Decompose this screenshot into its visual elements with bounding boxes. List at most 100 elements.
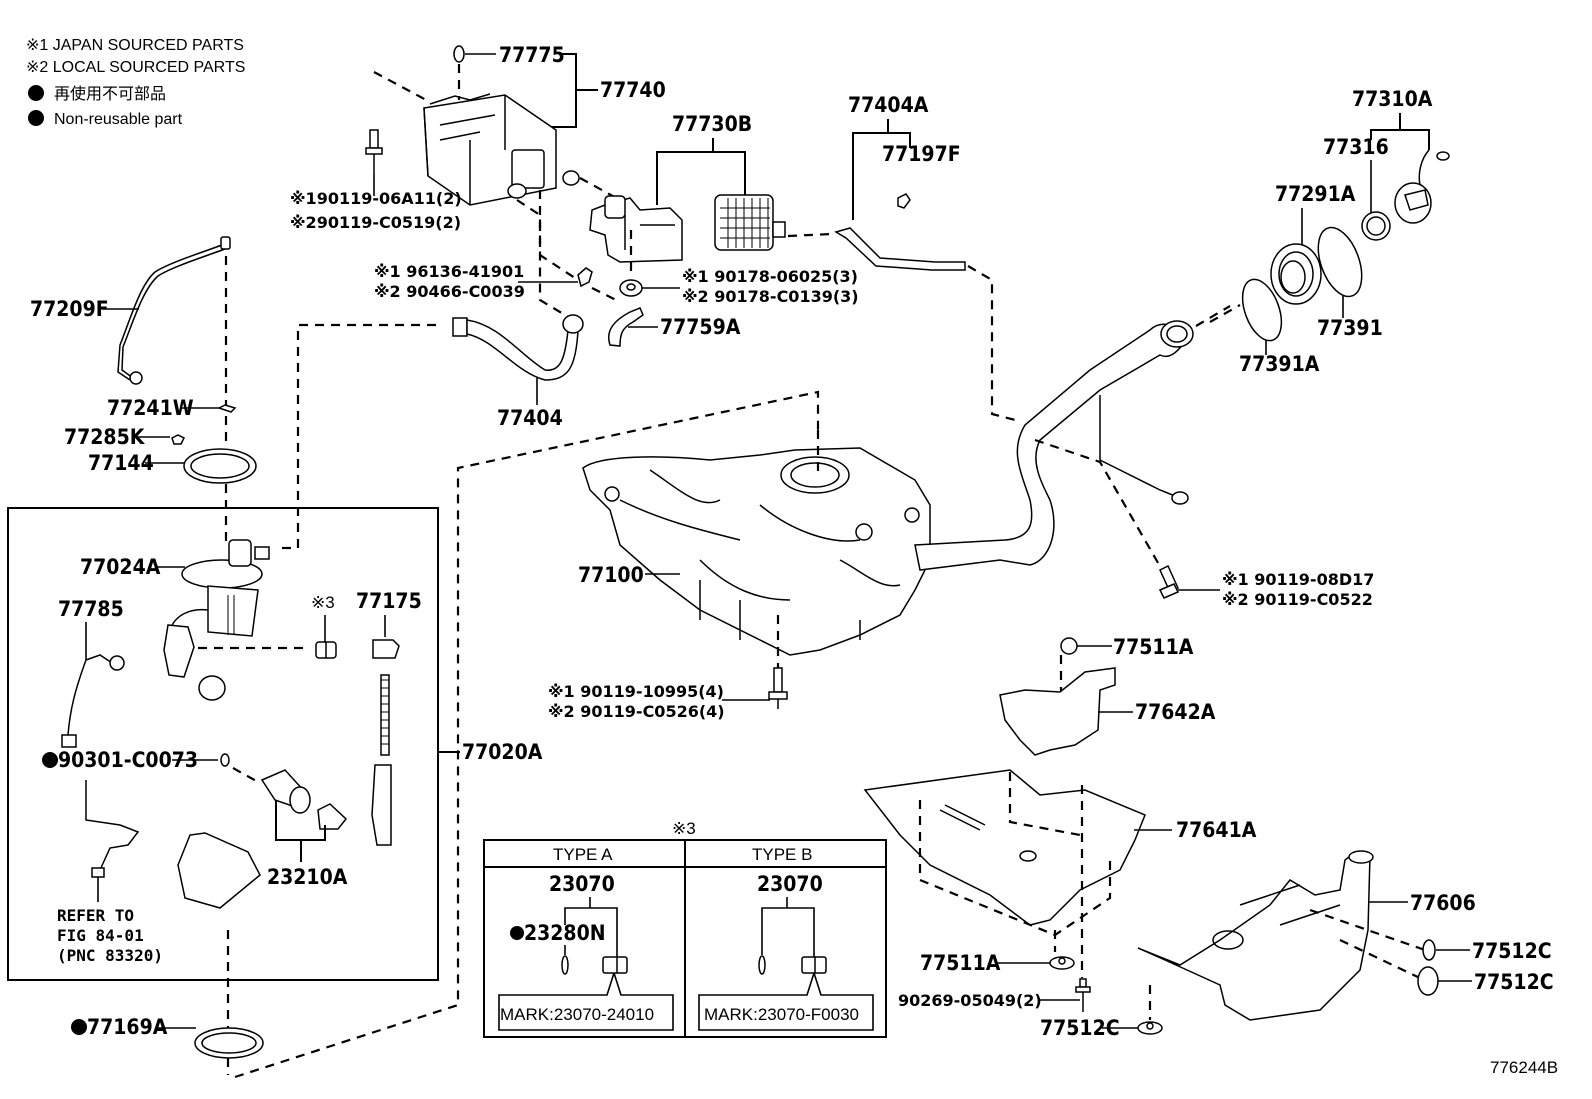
sender-wire-group: 77209F 77241W 77285K 77144 — [30, 236, 257, 484]
charcoal-canister-group: 77775 77740 ※190119-06A11(2) ※290119-C05… — [290, 43, 666, 319]
label-77169A[interactable]: 77169A — [87, 1015, 168, 1039]
part-77730B-valve[interactable] — [589, 195, 683, 263]
part-77024A-pump-module[interactable] — [163, 539, 270, 701]
hose-connector — [452, 317, 468, 337]
part-77391A-oring[interactable] — [1235, 274, 1289, 346]
label-type-table-mark3: ※3 — [672, 819, 696, 838]
part-90301-oring[interactable] — [220, 753, 230, 767]
label-77404A[interactable]: 77404A — [848, 93, 929, 117]
part-77100-fuel-tank[interactable] — [582, 447, 931, 656]
part-77391-oring[interactable] — [1310, 222, 1370, 303]
label-77285K[interactable]: 77285K — [64, 425, 146, 449]
part-77511A-clip-bottom[interactable] — [1049, 956, 1075, 970]
label-77606[interactable]: 77606 — [1410, 891, 1476, 915]
vent-hose-77404A-group: 77404A 77197F — [834, 93, 1016, 422]
label-77020A[interactable]: 77020A — [462, 740, 543, 764]
part-77740-canister[interactable] — [423, 93, 580, 206]
part-filler-pipe[interactable] — [914, 323, 1186, 571]
part-valve-nut[interactable] — [619, 279, 643, 297]
part-77512C-clip-r2[interactable] — [1417, 966, 1439, 996]
label-filler-bolt-japan[interactable]: ※1 90119-08D17 — [1222, 570, 1374, 589]
part-77316-gasket[interactable] — [1361, 211, 1391, 241]
label-type-a-subpart[interactable]: 23280N — [524, 921, 606, 945]
label-type-a-part[interactable]: 23070 — [549, 872, 615, 896]
part-77404A-hose[interactable] — [834, 227, 966, 271]
label-filler-bolt-local[interactable]: ※2 90119-C0522 — [1222, 590, 1373, 609]
part-77197F-clip[interactable] — [897, 193, 911, 209]
label-refer-to[interactable]: REFER TO — [57, 906, 134, 925]
part-23210A-fuel-pump[interactable] — [260, 769, 348, 830]
part-77241W-clip[interactable] — [217, 404, 237, 413]
part-pump-lower-bracket — [177, 832, 261, 909]
part-77291A-seal[interactable] — [1270, 243, 1322, 305]
label-77641A[interactable]: 77641A — [1176, 818, 1257, 842]
protector-group: 77511A 77642A 77641A 77511A 90269-05049(… — [863, 635, 1554, 1040]
label-77730B[interactable]: 77730B — [672, 112, 752, 136]
part-90269-bolt[interactable] — [1075, 978, 1091, 1012]
label-canister-bolt-japan[interactable]: ※190119-06A11(2) — [290, 189, 462, 208]
label-77775[interactable]: 77775 — [499, 43, 565, 67]
label-77512C-r1[interactable]: 77512C — [1472, 939, 1552, 963]
label-77316[interactable]: 77316 — [1323, 135, 1389, 159]
part-77606-protector[interactable] — [1137, 851, 1371, 1021]
part-77641A-protector[interactable] — [863, 769, 1146, 926]
label-77100[interactable]: 77100 — [578, 563, 644, 587]
label-90269-05049[interactable]: 90269-05049(2) — [898, 991, 1042, 1010]
part-77785-wire[interactable] — [67, 654, 116, 736]
part-canister-bolt[interactable] — [365, 129, 383, 174]
part-tank-bolt[interactable] — [768, 667, 788, 709]
label-77310A[interactable]: 77310A — [1352, 87, 1433, 111]
filler-pipe-group: ※1 90119-08D17 ※2 90119-C0522 — [914, 305, 1374, 609]
label-77642A[interactable]: 77642A — [1135, 700, 1216, 724]
label-refer-pnc[interactable]: (PNC 83320) — [57, 946, 163, 965]
part-77404-hose[interactable] — [466, 319, 579, 381]
part-mark3-fuel-filter[interactable] — [315, 641, 337, 659]
label-77391A[interactable]: 77391A — [1239, 352, 1320, 376]
part-77512C-clip-r1[interactable] — [1422, 939, 1436, 961]
label-77511A-bottom[interactable]: 77511A — [920, 951, 1001, 975]
part-77642A-protector[interactable] — [999, 667, 1116, 756]
part-77285K[interactable] — [171, 434, 186, 445]
label-77241W[interactable]: 77241W — [107, 396, 194, 420]
gasket-77169A-group: 77169A — [71, 390, 820, 1079]
part-77759A-hose[interactable] — [608, 307, 644, 347]
part-77775-plug[interactable] — [453, 45, 465, 63]
label-valve-nut-local[interactable]: ※2 90178-C0139(3) — [682, 287, 859, 306]
label-77785[interactable]: 77785 — [58, 597, 124, 621]
label-valve-nut-japan[interactable]: ※1 90178-06025(3) — [682, 267, 858, 286]
label-77759A[interactable]: 77759A — [660, 315, 741, 339]
part-77511A-clip-top[interactable] — [1060, 637, 1078, 655]
label-type-b: TYPE B — [752, 845, 812, 864]
label-77512C-r2[interactable]: 77512C — [1474, 970, 1554, 994]
part-hose-clamp[interactable] — [577, 267, 593, 288]
label-canister-bolt-local[interactable]: ※290119-C0519(2) — [290, 213, 461, 232]
label-tank-bolt-local[interactable]: ※2 90119-C0526(4) — [548, 702, 725, 721]
label-tank-bolt-japan[interactable]: ※1 90119-10995(4) — [548, 682, 724, 701]
label-type-a: TYPE A — [553, 845, 613, 864]
hose-77404-group: 77404 — [282, 314, 584, 550]
part-filler-bolt[interactable] — [1158, 564, 1180, 599]
label-clamp-japan[interactable]: ※1 96136-41901 — [374, 262, 524, 281]
label-77175[interactable]: 77175 — [356, 589, 422, 613]
label-77291A[interactable]: 77291A — [1275, 182, 1356, 206]
label-23210A[interactable]: 23210A — [267, 865, 348, 889]
label-77511A-top[interactable]: 77511A — [1113, 635, 1194, 659]
part-77310A-fuel-cap[interactable] — [1394, 182, 1432, 224]
part-77730B-filter[interactable] — [714, 194, 786, 251]
label-77209F[interactable]: 77209F — [30, 297, 109, 321]
part-77512C-clip-bottom[interactable] — [1137, 1021, 1163, 1035]
part-77144-retainer-ring[interactable] — [183, 448, 257, 484]
label-refer-fig[interactable]: FIG 84-01 — [57, 926, 144, 945]
label-77024A[interactable]: 77024A — [80, 555, 161, 579]
label-type-b-part[interactable]: 23070 — [757, 872, 823, 896]
label-77404[interactable]: 77404 — [497, 406, 563, 430]
label-77144[interactable]: 77144 — [88, 451, 154, 475]
part-77209F-wire[interactable] — [117, 242, 228, 381]
label-77197F[interactable]: 77197F — [882, 142, 961, 166]
label-77391[interactable]: 77391 — [1317, 316, 1383, 340]
label-mark3-filter[interactable]: ※3 — [311, 593, 335, 612]
part-77175-clip[interactable] — [372, 639, 400, 659]
label-77740[interactable]: 77740 — [600, 78, 666, 102]
label-clamp-local[interactable]: ※2 90466-C0039 — [374, 282, 525, 301]
